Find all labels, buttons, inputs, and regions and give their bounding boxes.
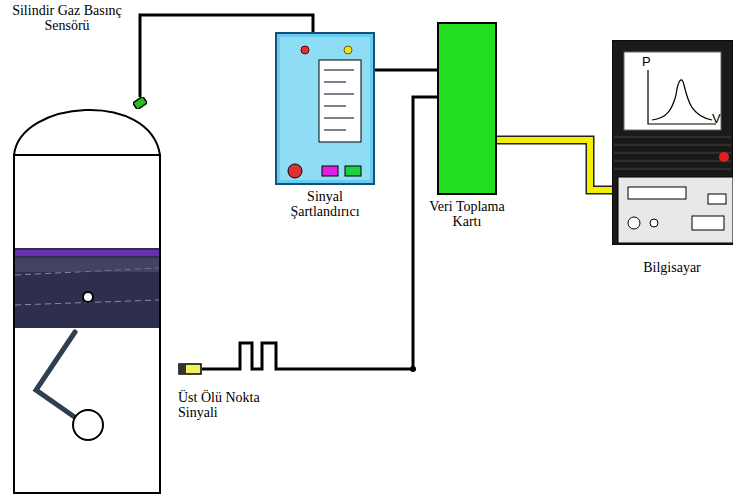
led (301, 46, 309, 54)
display-line (324, 81, 346, 83)
pressure-sensor: Silindir Gaz Basınç Sensörü (133, 97, 147, 109)
drive-slot (692, 216, 724, 230)
signal-conditioner-shape (275, 32, 375, 185)
pressure-curve (652, 80, 712, 120)
vent-stripe (614, 169, 731, 170)
tdc-sensor (179, 364, 201, 374)
cable-core (497, 140, 612, 190)
tdc-sensor: Üst Ölü Nokta Sinyali (178, 362, 202, 376)
piston-shading (15, 258, 159, 272)
graph-axes (648, 70, 716, 124)
computer: Bilgisayar (612, 40, 733, 245)
button (345, 166, 361, 176)
tdc-sensor-tip (179, 364, 186, 374)
display-line (324, 93, 354, 95)
knob (288, 164, 302, 178)
axis-label: V (712, 112, 721, 125)
power-led (719, 152, 729, 162)
connecting-rod (36, 332, 103, 440)
data-cable (497, 140, 612, 190)
signal-wire (375, 70, 437, 71)
piston-pin (83, 292, 93, 302)
display (319, 60, 361, 142)
cable-outline (497, 140, 612, 190)
piston (15, 248, 159, 328)
piston-body (15, 248, 159, 328)
piston-ring (15, 250, 159, 256)
sensor-body (133, 97, 147, 109)
monitor-frame (612, 40, 733, 245)
node-label: Sinyal Şartlandırıcı (275, 189, 375, 220)
display-line (324, 105, 346, 107)
signal-conditioner: Sinyal Şartlandırıcı (275, 32, 375, 185)
daq-card-shape (437, 22, 497, 195)
daq-card: Veri Toplama Kartı (437, 22, 497, 195)
axis-label: P (642, 55, 651, 68)
display-line (324, 129, 346, 131)
node-label: Bilgisayar (622, 260, 722, 275)
screen (624, 52, 721, 130)
panel (708, 194, 726, 204)
conditioner-case (276, 33, 374, 184)
node-label: Veri Toplama Kartı (417, 199, 517, 230)
drive-slot (628, 187, 686, 199)
display-line (324, 69, 354, 71)
sensor-symbol (133, 97, 147, 109)
daq-card (438, 23, 496, 194)
knob (628, 217, 640, 229)
base-unit (618, 177, 733, 243)
conditioner-panel (280, 37, 370, 180)
cylinder-head (14, 110, 160, 155)
vent-stripe (614, 161, 731, 162)
pressure-sensor-shape (133, 97, 147, 109)
vent-stripe (614, 137, 731, 138)
led (344, 46, 352, 54)
node-label: Üst Ölü Nokta Sinyali (178, 390, 278, 421)
tdc-sensor-shape (178, 362, 202, 376)
cylinder-wall (14, 155, 160, 493)
knob (650, 219, 658, 227)
display-line (324, 117, 354, 119)
crank (73, 410, 103, 440)
wire (375, 69, 437, 72)
piston-shading (15, 268, 159, 305)
vent-stripe (614, 145, 731, 146)
rod (36, 332, 76, 418)
node-label: Silindir Gaz Basınç Sensörü (11, 3, 123, 34)
vent-stripe (614, 153, 731, 154)
computer-shape (612, 40, 733, 245)
cylinder (14, 110, 160, 493)
button (322, 166, 338, 176)
